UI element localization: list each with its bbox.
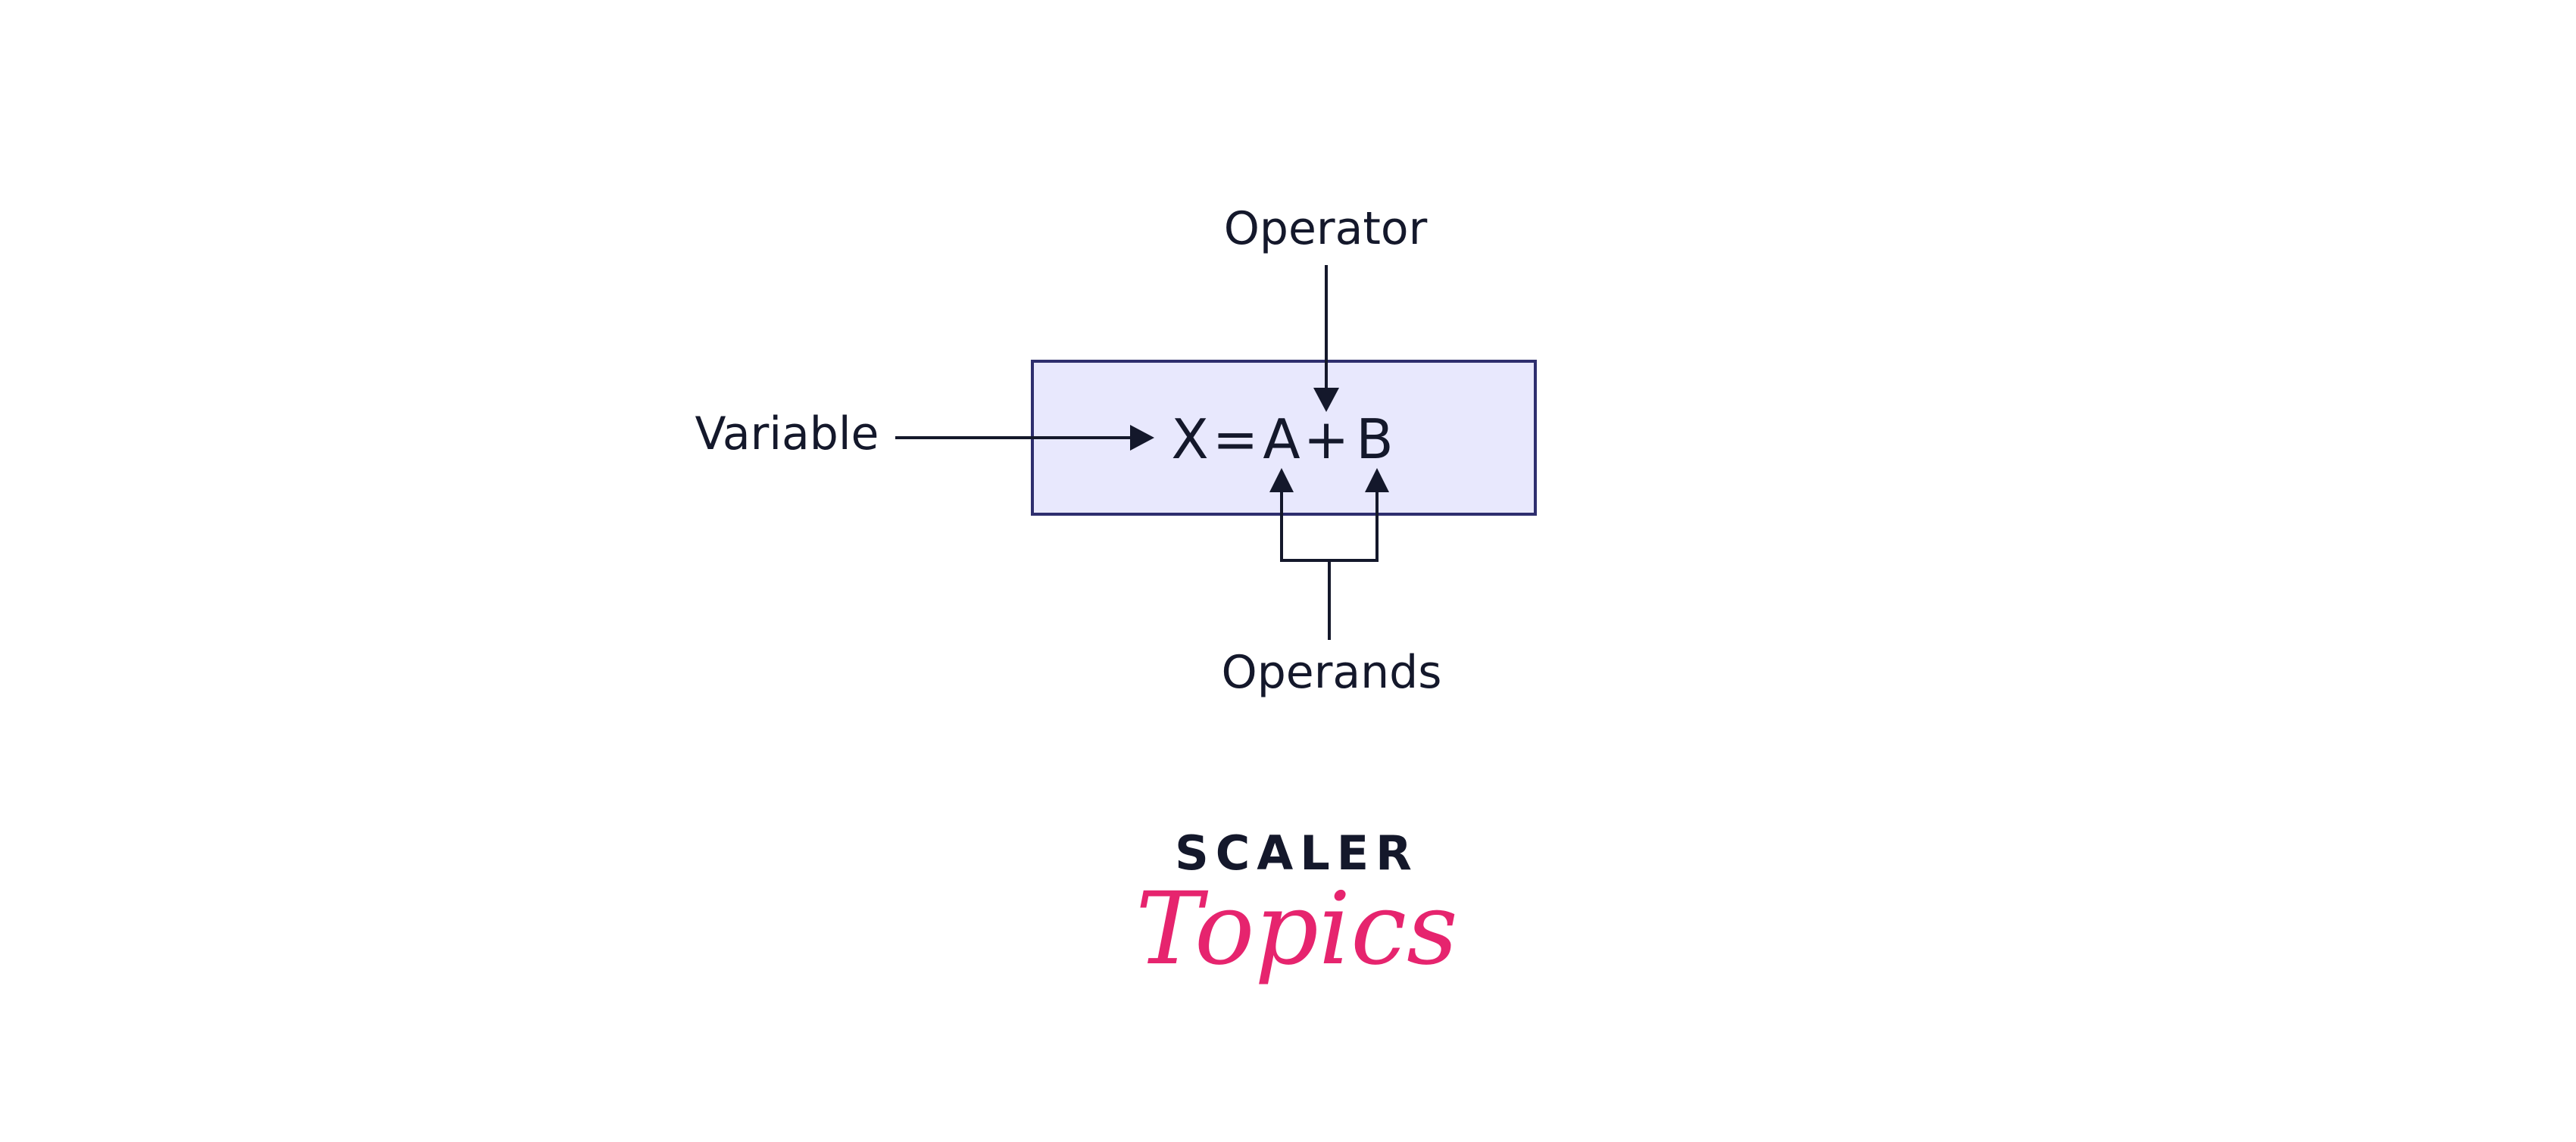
operand-a-arrowhead xyxy=(1269,468,1294,492)
expression-plus-operator: + xyxy=(1304,407,1349,471)
expression-operand-b: B xyxy=(1356,407,1393,471)
brand-name-text: SCALER xyxy=(1175,825,1419,881)
operand-b-arrowhead xyxy=(1365,468,1389,492)
expression-operand-a: A xyxy=(1263,407,1300,471)
operands-label: Operands xyxy=(1221,646,1441,699)
expression-variable-x: X xyxy=(1171,407,1208,471)
expression-equals-sign: = xyxy=(1213,407,1258,471)
scaler-topics-logo: SCALER Topics xyxy=(1135,825,1458,988)
variable-label: Variable xyxy=(695,407,879,460)
brand-script-text: Topics xyxy=(1135,871,1458,988)
operator-label: Operator xyxy=(1224,202,1428,255)
operator-arrowhead xyxy=(1313,388,1339,412)
variable-arrowhead xyxy=(1130,425,1154,451)
